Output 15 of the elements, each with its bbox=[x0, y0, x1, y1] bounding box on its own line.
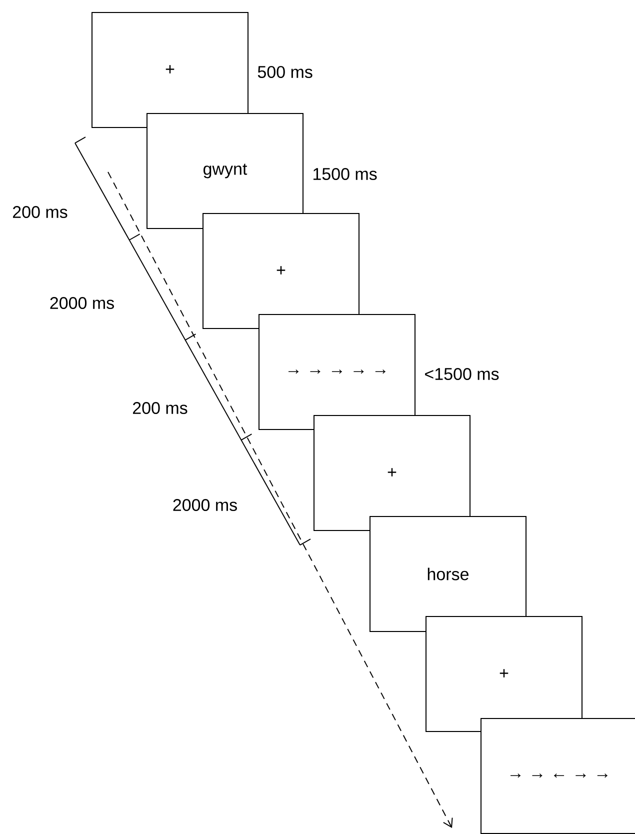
interval-label: 200 ms bbox=[13, 206, 68, 218]
stimulus-frame: → → ← → → bbox=[480, 718, 635, 834]
stimulus-frame: + bbox=[202, 213, 360, 329]
duration-label: <1500 ms bbox=[425, 368, 499, 380]
duration-label: 500 ms bbox=[258, 66, 312, 78]
interval-label: 200 ms bbox=[133, 402, 188, 414]
interval-label: 2000 ms bbox=[173, 498, 237, 512]
stimulus-frame: + bbox=[92, 12, 248, 128]
duration-label: 1500 ms bbox=[314, 168, 377, 180]
stimulus-frame: horse bbox=[370, 516, 526, 632]
interval-label: 2000 ms bbox=[50, 296, 114, 310]
stimulus-frame: + bbox=[314, 415, 470, 531]
stimulus-frame: + bbox=[426, 616, 582, 732]
stimulus-frame: gwynt bbox=[146, 113, 304, 229]
stimulus-frame: → → → → → bbox=[258, 314, 416, 430]
